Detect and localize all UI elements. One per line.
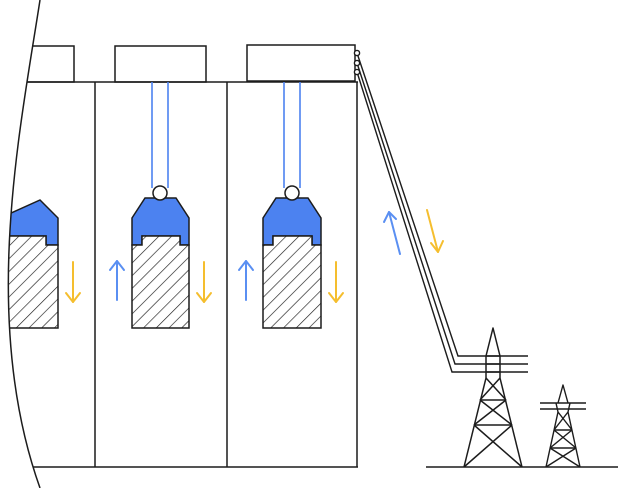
pulley-2 (152, 185, 168, 201)
winch-house-2 (114, 45, 207, 83)
power-lines (353, 49, 528, 373)
weight-3 (262, 185, 322, 329)
cutaway-edge (7, 0, 41, 488)
arrow-grid-discharge (426, 209, 444, 253)
arrow-shaft-2-charge (109, 260, 125, 301)
arrow-shaft-3-discharge (328, 261, 344, 303)
weight-block-1 (8, 235, 59, 329)
energy-flow-arrows (65, 209, 444, 303)
power-line-2 (356, 62, 528, 365)
power-line-3 (356, 71, 528, 373)
weight-block-2 (131, 235, 190, 329)
transmission-tower-large (463, 327, 523, 468)
arrow-grid-charge (383, 211, 401, 255)
arrow-shaft-2-discharge (196, 261, 212, 303)
power-line-1 (356, 52, 528, 357)
weight-block-3 (262, 235, 322, 329)
arrow-shaft-1-discharge (65, 261, 81, 303)
weight-1 (8, 199, 59, 329)
pulley-3 (284, 185, 300, 201)
winch-house-1 (8, 45, 75, 83)
weight-2 (131, 185, 190, 329)
building-structure (8, 44, 358, 468)
transmission-tower-small (540, 384, 586, 468)
arrow-shaft-3-charge (238, 260, 254, 301)
winch-house-3 (246, 44, 356, 82)
weight-cables (151, 82, 301, 188)
